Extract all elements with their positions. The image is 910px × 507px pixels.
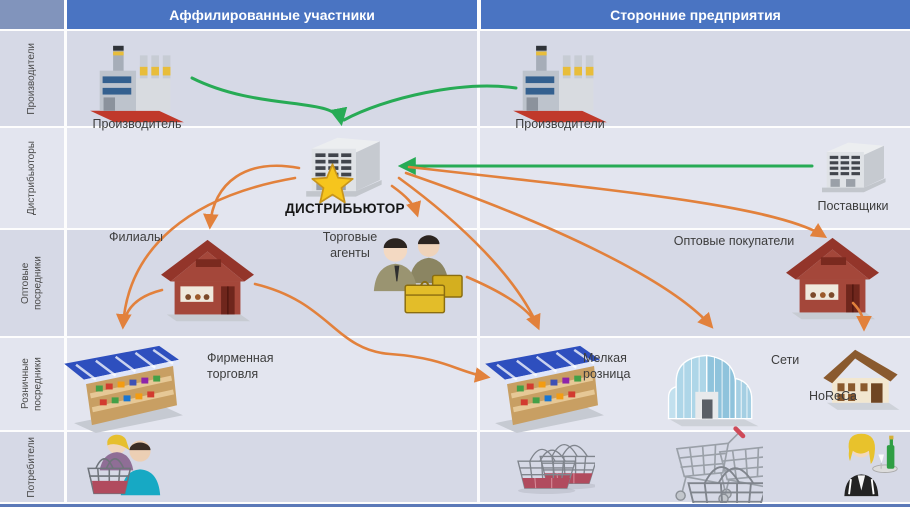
row-label-distributors: Дистрибьюторы (25, 140, 37, 216)
header-corner-cell (0, 0, 64, 29)
column-separator (477, 31, 480, 502)
header-third-party-label: Сторонние предприятия (610, 6, 781, 23)
agents-label: Торговые агенты (322, 230, 378, 260)
bottom-bar (0, 504, 910, 507)
shop-icon (157, 236, 259, 328)
brand-trade-label: Фирменная торговля (207, 351, 274, 381)
row-band-consumers (67, 432, 910, 502)
mall-icon (662, 344, 764, 432)
factory-icon (507, 42, 613, 128)
wholesale-buyers-label: Оптовые покупатели (673, 234, 795, 248)
shop-icon (782, 234, 884, 326)
row-label-cell-1 (0, 31, 64, 126)
row-label-consumers: Потребители (25, 436, 37, 498)
shopping-carts-icon (645, 425, 763, 503)
header-affiliated: Аффилированные участники (67, 0, 477, 29)
suppliers-label: Поставщики (817, 199, 889, 213)
producers-label: Производители (515, 117, 605, 131)
row-label-cell-5 (0, 432, 64, 502)
row-band-producers (67, 31, 910, 126)
header-affiliated-label: Аффилированные участники (169, 6, 375, 23)
row-label-producers: Производители (25, 42, 37, 115)
producer-label: Производитель (92, 117, 182, 131)
market-stall-icon (60, 340, 198, 434)
shopping-baskets-icon (500, 433, 595, 495)
row-label-cell-2 (0, 128, 64, 228)
waitress-icon (833, 430, 901, 498)
horeca-label: HoReCa (809, 389, 857, 403)
row-label-wholesale-intermediaries: Оптовые посредники (19, 256, 44, 310)
distributor-label: ДИСТРИБЬЮТОР (285, 201, 405, 216)
row-band-distributors (67, 128, 910, 228)
chains-label: Сети (771, 353, 800, 367)
branches-label: Филиалы (109, 230, 163, 244)
shoppers-couple-icon (72, 430, 184, 502)
factory-icon (84, 42, 190, 128)
header-third-party: Сторонние предприятия (481, 0, 910, 29)
warehouse-icon (812, 138, 894, 200)
row-label-cell-3 (0, 230, 64, 336)
row-label-cell-4 (0, 338, 64, 430)
small-retail-label: Мелкая розница (583, 351, 631, 381)
row-label-retail-intermediaries: Розничные посредники (19, 357, 44, 411)
row-band-retail (67, 338, 910, 430)
